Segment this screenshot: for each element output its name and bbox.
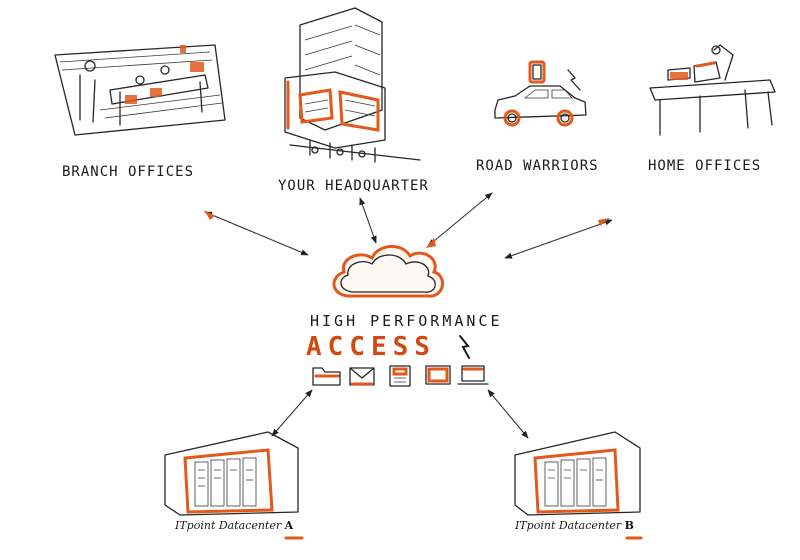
label-high-performance: HIGH PERFORMANCE [310,312,503,330]
arrow-road-to-cloud [427,192,493,247]
folder-icon [312,367,341,386]
label-datacenter-a: ITpoint Datacenter A [175,519,293,532]
datacenter-a-illustration [164,431,299,516]
label-access: ACCESS [306,332,436,362]
arrow-branch-to-cloud [204,211,309,256]
lightning-icon [459,335,470,359]
connection-arrows [204,192,613,439]
home-office-illustration [649,44,776,136]
headquarter-illustration [284,7,421,163]
datacenter-a-letter: A [284,519,294,532]
datacenter-a-name: ITpoint Datacenter [175,519,282,532]
arrow-access-to-dc-b [487,389,529,439]
road-warriors-illustration [494,60,587,127]
label-headquarter: YOUR HEADQUARTER [278,178,429,194]
label-branch-offices: BRANCH OFFICES [62,164,195,180]
branch-offices-illustration [54,44,226,136]
datacenter-b-illustration [514,431,641,516]
arrow-home-to-cloud [504,219,613,259]
monitor-icon [425,365,451,385]
cloud-illustration [332,245,444,298]
access-icons [312,365,489,387]
arrow-hq-to-cloud [359,197,377,244]
arrow-access-to-dc-a [271,389,313,437]
datacenter-b-letter: B [624,519,634,532]
label-road-warriors: ROAD WARRIORS [476,158,599,174]
fax-icon [389,365,411,387]
laptop-icon [457,365,489,385]
label-home-offices: HOME OFFICES [648,158,762,174]
label-datacenter-b: ITpoint Datacenter B [515,519,634,532]
mail-icon [349,367,375,386]
datacenter-b-name: ITpoint Datacenter [515,519,622,532]
